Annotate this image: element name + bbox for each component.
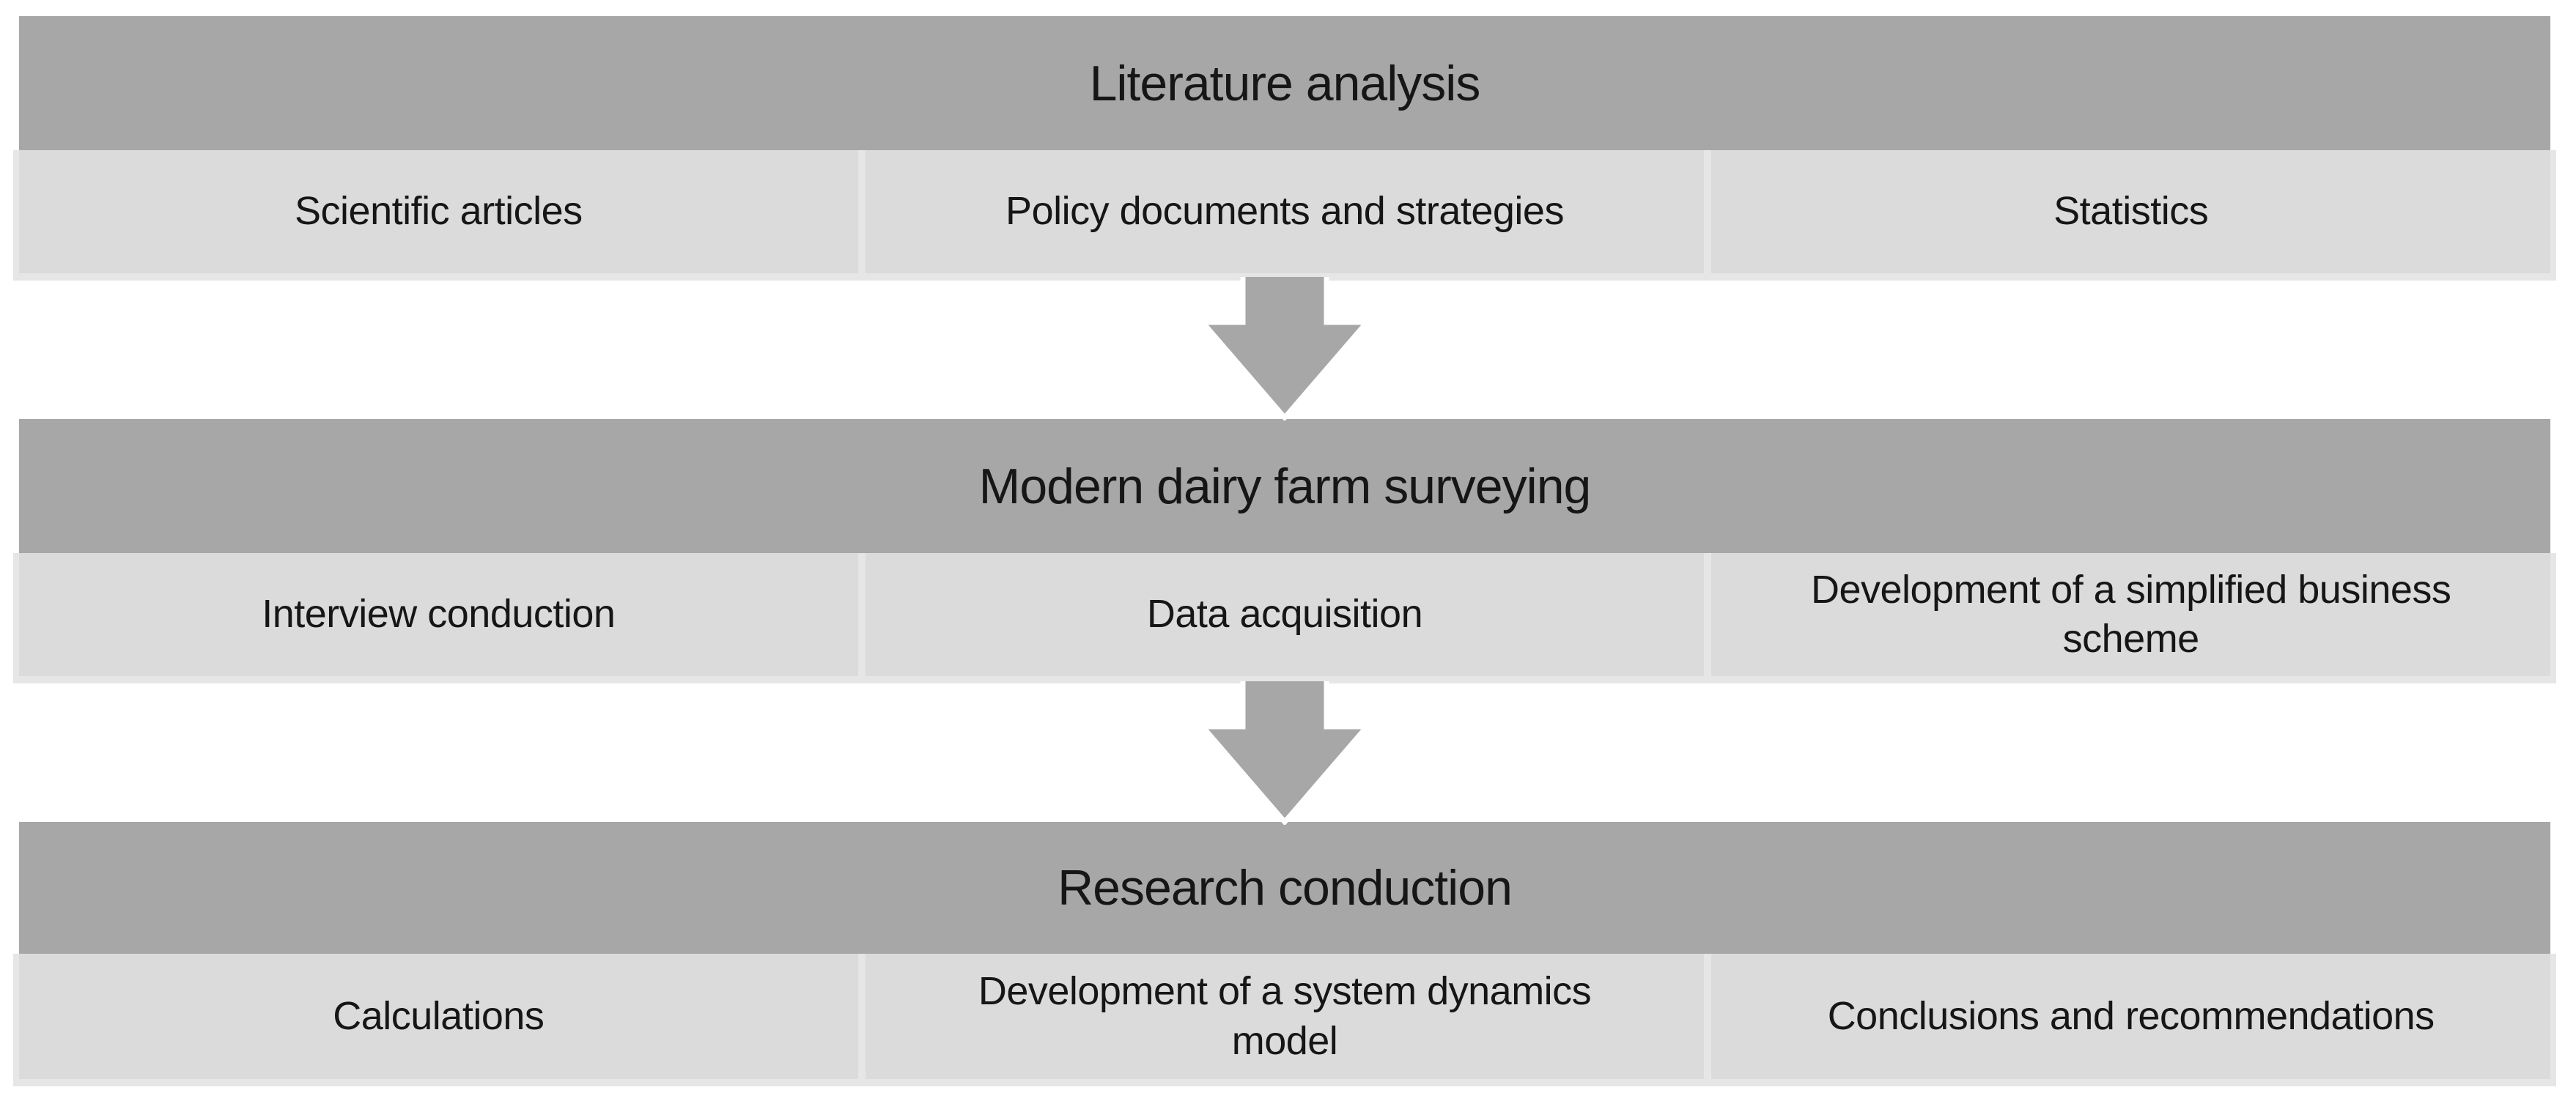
down-arrow-icon bbox=[1197, 277, 1373, 420]
cell-scientific-articles: Scientific articles bbox=[19, 150, 858, 273]
cell-label: Statistics bbox=[2053, 189, 2209, 234]
section-title: Modern dairy farm surveying bbox=[978, 458, 1592, 514]
cell-label: Conclusions and recommendations bbox=[1827, 993, 2435, 1038]
section-row-research-conduction: Calculations Development of a system dyn… bbox=[13, 954, 2556, 1086]
cell-label: Scientific articles bbox=[295, 189, 583, 234]
cell-calculations: Calculations bbox=[19, 954, 858, 1079]
cell-development-of-a-system-dynamics-model: Development of a system dynamics model bbox=[865, 954, 1705, 1079]
cell-development-of-a-simplified-business-scheme: Development of a simplified business sch… bbox=[1711, 553, 2551, 676]
section-title: Literature analysis bbox=[1089, 55, 1481, 111]
section-header-modern-dairy-farm-surveying: Modern dairy farm surveying bbox=[19, 419, 2550, 553]
cell-label: Calculations bbox=[333, 993, 545, 1038]
cell-interview-conduction: Interview conduction bbox=[19, 553, 858, 676]
section-header-literature-analysis: Literature analysis bbox=[19, 16, 2550, 150]
section-header-research-conduction: Research conduction bbox=[19, 822, 2550, 954]
section-title: Research conduction bbox=[1058, 860, 1513, 916]
down-arrow-icon bbox=[1197, 681, 1373, 825]
cell-data-acquisition: Data acquisition bbox=[865, 553, 1705, 676]
section-row-literature-analysis: Scientific articles Policy documents and… bbox=[13, 150, 2556, 281]
cell-policy-documents-and-strategies: Policy documents and strategies bbox=[865, 150, 1705, 273]
cell-statistics: Statistics bbox=[1711, 150, 2551, 273]
cell-label: Development of a simplified business sch… bbox=[1810, 567, 2451, 661]
cell-label: Interview conduction bbox=[262, 592, 616, 637]
cell-label: Development of a system dynamics model bbox=[978, 969, 1592, 1063]
cell-conclusions-and-recommendations: Conclusions and recommendations bbox=[1711, 954, 2551, 1079]
section-row-modern-dairy-farm-surveying: Interview conduction Data acquisition De… bbox=[13, 553, 2556, 683]
cell-label: Policy documents and strategies bbox=[1005, 189, 1564, 234]
cell-label: Data acquisition bbox=[1146, 592, 1423, 637]
